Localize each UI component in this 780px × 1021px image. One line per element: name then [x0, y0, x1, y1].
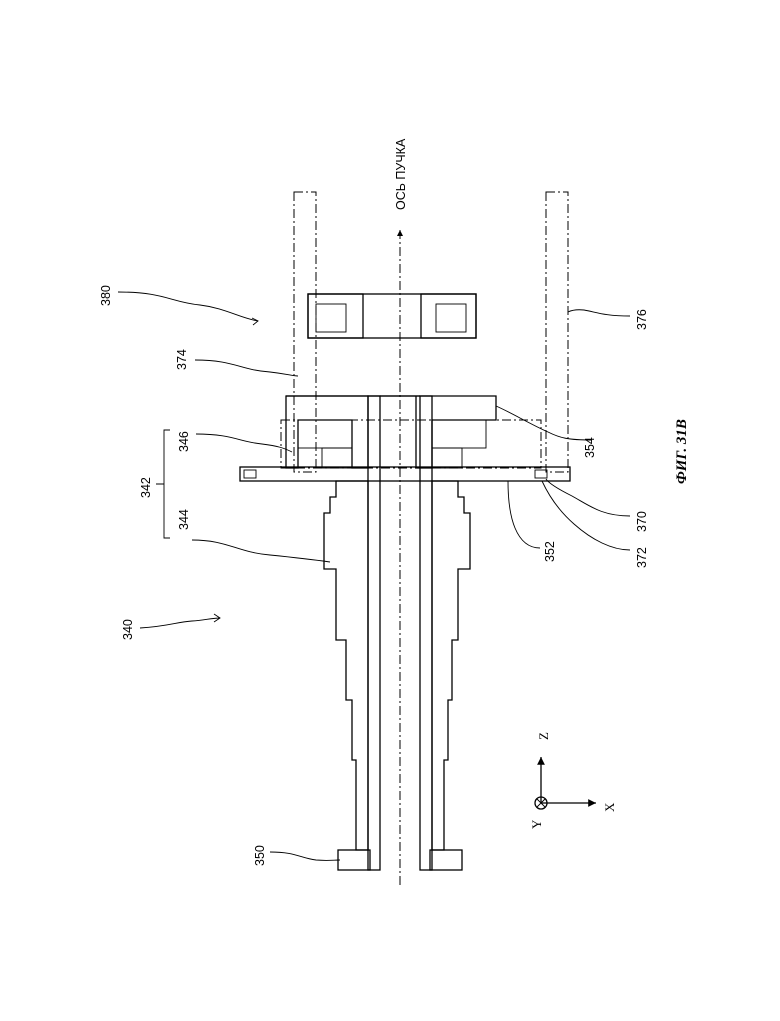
- ref-354: 354: [583, 437, 597, 458]
- axis-label-y: Y: [529, 819, 544, 829]
- ref-376: 376: [635, 309, 649, 330]
- ref-346: 346: [177, 431, 191, 452]
- ref-372: 372: [635, 547, 649, 568]
- ref-350: 350: [253, 845, 267, 866]
- rail-374: [294, 192, 316, 472]
- coordinate-axes: [535, 757, 596, 809]
- ref-342: 342: [139, 477, 153, 498]
- ref-352: 352: [543, 541, 557, 562]
- ref-374: 374: [175, 349, 189, 370]
- ref-370: 370: [635, 511, 649, 532]
- ring-magnet-380: [308, 294, 476, 338]
- leader-lines: [118, 292, 630, 860]
- rail-376: [546, 192, 568, 472]
- head-cap-354: [286, 396, 496, 468]
- ref-344: 344: [177, 509, 191, 530]
- ref-340: 340: [121, 619, 135, 640]
- beam-axis-label: ОСЬ ПУЧКА: [394, 138, 408, 210]
- figure-title: ФИГ. 31В: [674, 419, 690, 484]
- axis-label-x: X: [602, 802, 617, 812]
- axis-label-z: Z: [536, 732, 551, 740]
- ref-380: 380: [99, 285, 113, 306]
